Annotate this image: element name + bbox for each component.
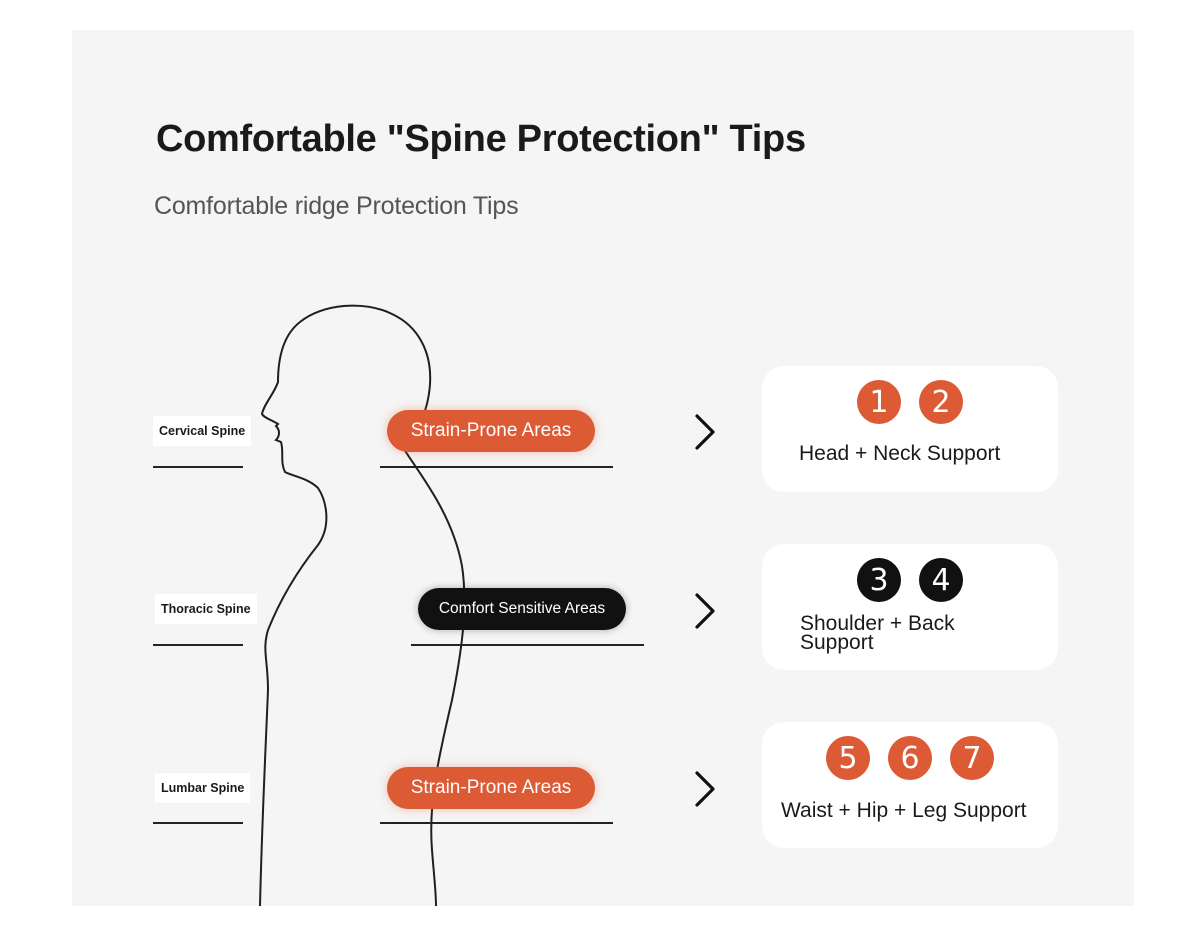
support-card-head-neck: 1 2 Head + Neck Support	[762, 366, 1058, 492]
number-badge: 1	[857, 380, 901, 424]
number-badge-group: 1 2	[762, 380, 1058, 424]
support-card-waist-hip-leg: 5 6 7 Waist + Hip + Leg Support	[762, 722, 1058, 848]
divider-line	[153, 644, 243, 646]
number-badge: 2	[919, 380, 963, 424]
spine-label-thoracic: Thoracic Spine	[155, 594, 257, 624]
number-badge: 4	[919, 558, 963, 602]
chevron-right-icon	[695, 771, 715, 807]
divider-line	[380, 822, 613, 824]
page-subtitle: Comfortable ridge Protection Tips	[154, 192, 519, 220]
number-badge: 6	[888, 736, 932, 780]
chevron-right-icon	[695, 414, 715, 450]
support-text: Waist + Hip + Leg Support	[781, 799, 1027, 822]
page-title: Comfortable "Spine Protection" Tips	[156, 118, 806, 160]
number-badge-group: 3 4	[762, 558, 1058, 602]
divider-line	[153, 466, 243, 468]
divider-line	[411, 644, 644, 646]
number-badge-group: 5 6 7	[762, 736, 1058, 780]
divider-line	[380, 466, 613, 468]
support-text: Shoulder + Back Support	[800, 612, 955, 654]
area-pill-comfort-sensitive: Comfort Sensitive Areas	[418, 588, 626, 630]
number-badge: 7	[950, 736, 994, 780]
spine-label-lumbar: Lumbar Spine	[155, 773, 251, 803]
spine-label-cervical: Cervical Spine	[153, 416, 252, 446]
support-text: Head + Neck Support	[799, 442, 1001, 465]
divider-line	[153, 822, 243, 824]
area-pill-strain-prone: Strain-Prone Areas	[387, 767, 595, 809]
number-badge: 5	[826, 736, 870, 780]
area-pill-strain-prone: Strain-Prone Areas	[387, 410, 595, 452]
number-badge: 3	[857, 558, 901, 602]
support-card-shoulder-back: 3 4 Shoulder + Back Support	[762, 544, 1058, 670]
chevron-right-icon	[695, 593, 715, 629]
